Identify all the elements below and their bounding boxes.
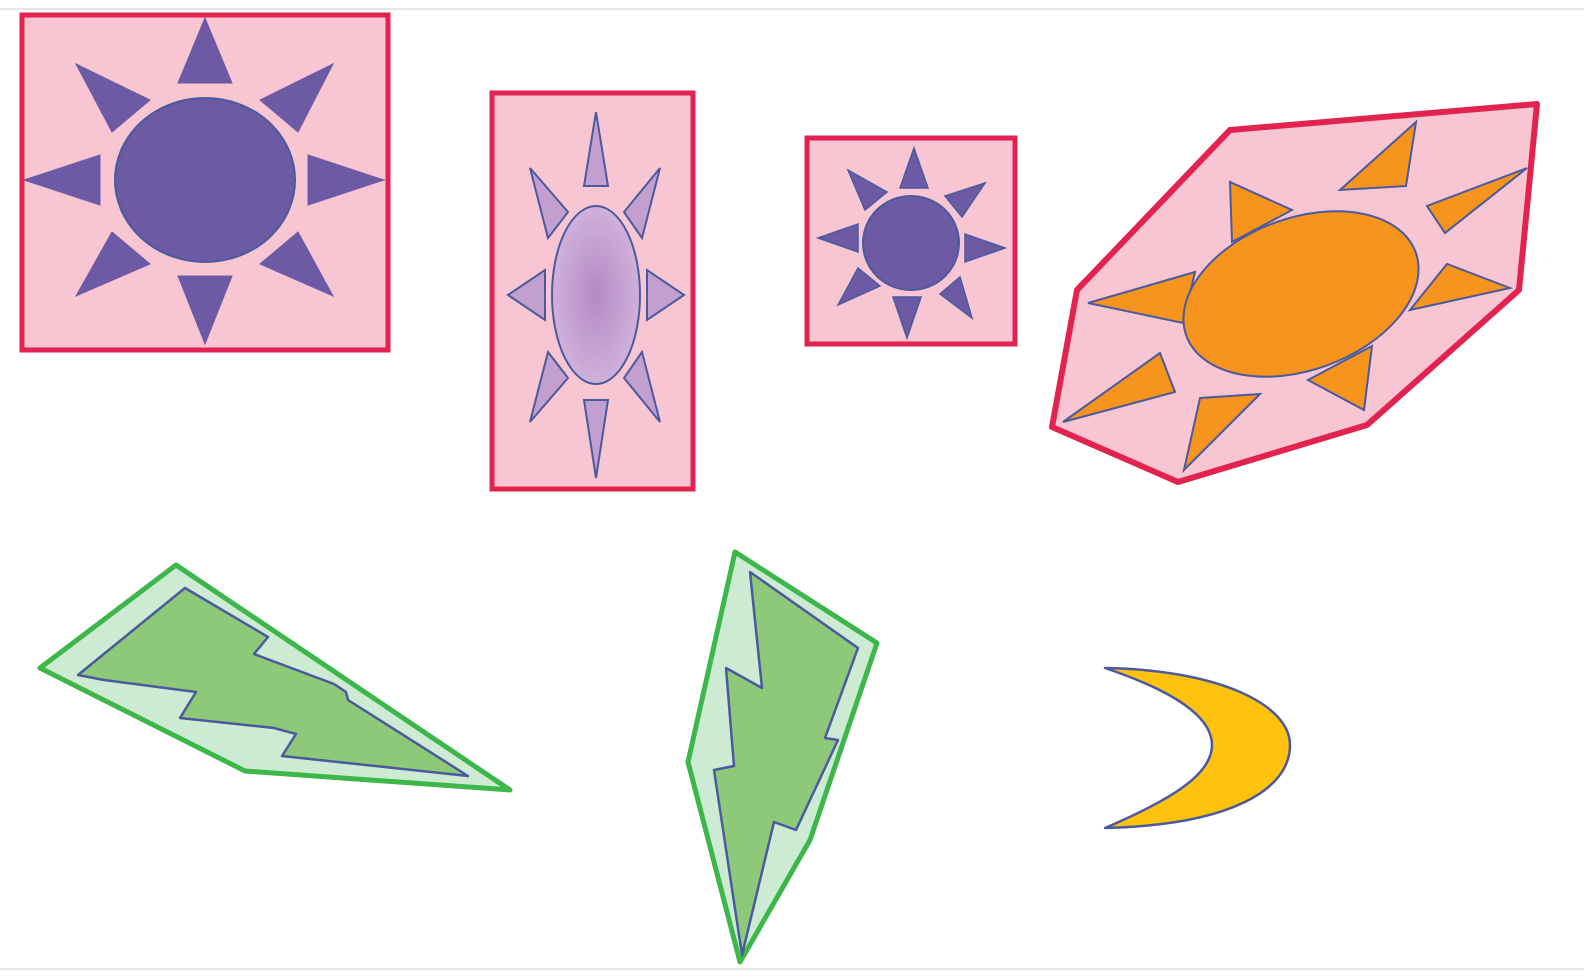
- sun-rays: [22, 16, 386, 346]
- sun-rotated-polygon-frame[interactable]: [1049, 101, 1540, 485]
- sun-core: [114, 97, 296, 263]
- sun-rays: [506, 111, 686, 479]
- sun-square-frame-small[interactable]: [804, 135, 1018, 347]
- sun-core: [551, 205, 641, 385]
- crescent-moon[interactable]: [1103, 666, 1292, 830]
- lightning-bolt-vertical[interactable]: [685, 549, 880, 965]
- bottom-divider: [0, 968, 1584, 970]
- moon: [1103, 666, 1292, 830]
- sun-rays: [815, 145, 1008, 341]
- bolt: [712, 570, 860, 957]
- bolt: [76, 586, 470, 778]
- lightning-bolt-horizontal[interactable]: [37, 562, 513, 793]
- sun-core: [1182, 210, 1420, 378]
- sun-rays: [1062, 119, 1528, 474]
- sun-square-frame-large[interactable]: [19, 12, 391, 353]
- top-divider: [0, 8, 1584, 10]
- sun-core: [862, 195, 960, 291]
- sun-tall-rectangle-frame[interactable]: [489, 90, 696, 492]
